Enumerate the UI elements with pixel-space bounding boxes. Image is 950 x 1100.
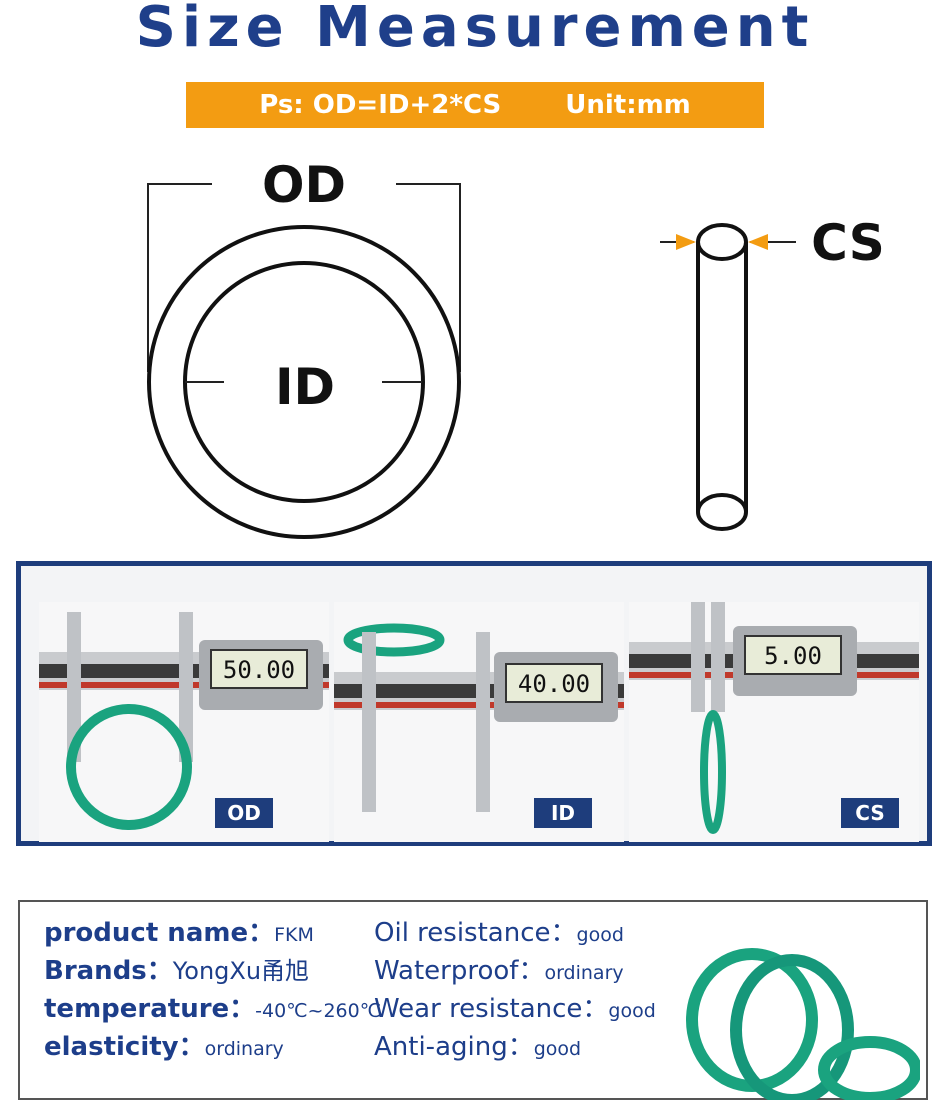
outer-ring-circle	[147, 225, 461, 539]
badge-id: ID	[534, 798, 592, 828]
caliper-cs-illustration: 5.00	[629, 602, 919, 834]
size-diagram: OD ID CS	[147, 156, 885, 539]
od-bracket	[147, 183, 461, 372]
spec-product-name: product name：FKM	[44, 918, 314, 950]
spec-key: Anti-aging：	[374, 1032, 534, 1062]
spec-elasticity: elasticity：ordinary	[44, 1032, 284, 1064]
spec-key: Wear resistance：	[374, 994, 609, 1024]
spec-value: ordinary	[544, 962, 624, 984]
cs-label: CS	[811, 214, 885, 272]
formula-banner: Ps: OD=ID+2*CS Unit:mm	[186, 82, 764, 128]
unit-text: Unit:mm	[565, 90, 691, 120]
spec-key: Oil resistance：	[374, 918, 577, 948]
spec-waterproof: Waterproof：ordinary	[374, 956, 624, 988]
spec-value: FKM	[274, 924, 314, 946]
caliper-photo-id: 40.00 ID	[334, 602, 624, 842]
spec-oil-resistance: Oil resistance：good	[374, 918, 624, 950]
id-reading: 40.00	[518, 670, 590, 698]
spec-key: Brands：	[44, 956, 173, 986]
caliper-od-illustration: 50.00	[39, 612, 329, 830]
badge-od: OD	[215, 798, 273, 828]
spec-key: product name：	[44, 918, 275, 948]
cs-reading: 5.00	[764, 642, 822, 670]
spec-temperature: temperature：-40℃~260℃	[44, 994, 381, 1026]
spec-value: ordinary	[204, 1038, 284, 1060]
formula-text: Ps: OD=ID+2*CS	[259, 90, 502, 120]
cs-cylinder	[696, 223, 748, 531]
spec-key: Waterproof：	[374, 956, 545, 986]
spec-value: good	[533, 1038, 582, 1060]
spec-value: good	[608, 1000, 656, 1022]
caliper-photo-od: 50.00 OD	[39, 602, 329, 842]
od-label: OD	[262, 156, 346, 214]
id-label: ID	[275, 358, 335, 416]
spec-info-box: product name：FKM Brands：YongXu甬旭 tempera…	[18, 900, 928, 1100]
caliper-photo-cs: 5.00 CS	[629, 602, 919, 842]
spec-value: -40℃~260℃	[255, 1000, 382, 1022]
badge-cs: CS	[841, 798, 899, 828]
spec-anti-aging: Anti-aging：good	[374, 1032, 581, 1064]
green-oring-product-image	[686, 948, 920, 1100]
caliper-id-illustration: 40.00	[334, 623, 624, 812]
page-title: Size Measurement	[135, 0, 815, 60]
spec-wear-resistance: Wear resistance：good	[374, 994, 656, 1026]
od-reading: 50.00	[223, 656, 295, 684]
spec-value: good	[576, 924, 624, 946]
spec-key: temperature：	[44, 994, 256, 1024]
caliper-photo-panel: 50.00 OD 40.00 ID 5.00	[16, 561, 932, 846]
spec-value: YongXu甬旭	[172, 957, 310, 985]
spec-brands: Brands：YongXu甬旭	[44, 956, 309, 986]
spec-key: elasticity：	[44, 1032, 205, 1062]
cs-arrows	[660, 234, 796, 250]
